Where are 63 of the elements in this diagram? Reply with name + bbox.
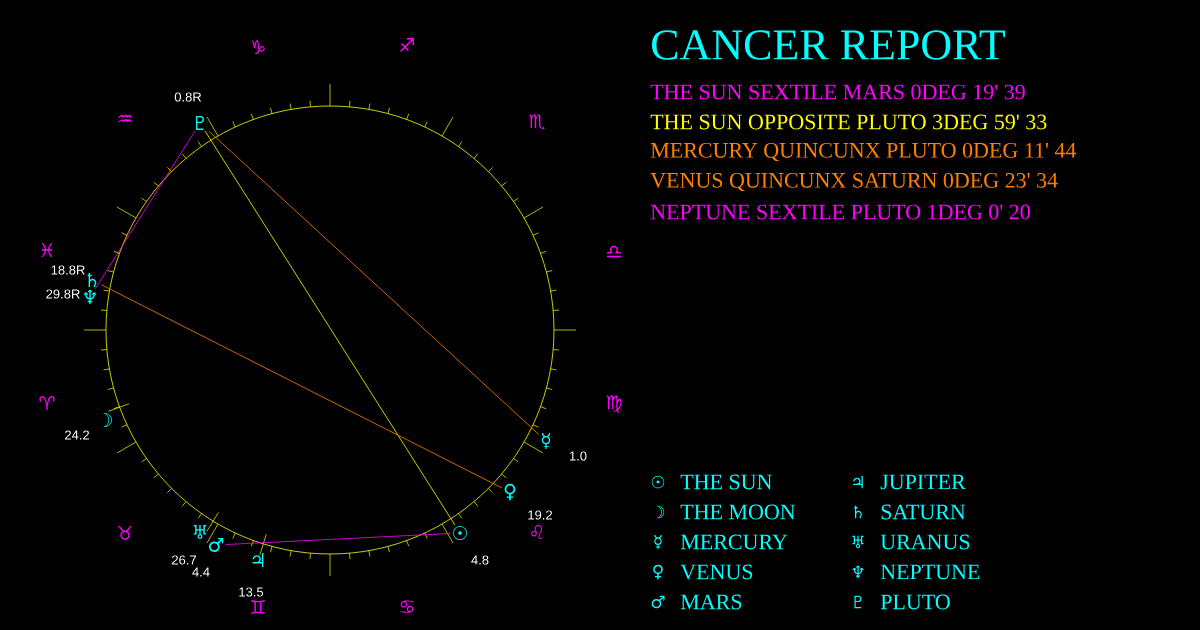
planet-glyph: ☽ [103, 413, 112, 427]
aspect-text: THE SUN SEXTILE MARS 0DEG 19' 39 [650, 84, 1025, 100]
legend-text: MARS [680, 594, 742, 610]
degree-label: 13.5 [239, 587, 264, 597]
degree-label: 19.2 [528, 510, 552, 520]
aspect-text: MERCURY QUINCUNX PLUTO 0DEG 11' 44 [650, 142, 1077, 162]
legend-text: VENUS [680, 564, 753, 580]
zodiac-sign: ♎ [607, 245, 621, 258]
zodiac-sign: ♑ [251, 40, 265, 54]
legend-glyph: ☉ [651, 475, 665, 489]
planet-glyph: ♅ [193, 525, 207, 539]
aspect-text: VENUS QUINCUNX SATURN 0DEG 23' 34 [650, 172, 1058, 192]
legend-text: THE MOON [680, 504, 796, 520]
title: CANCER REPORT [652, 30, 1005, 60]
zodiac-sign: ♒ [118, 114, 132, 123]
legend-glyph: ♇ [854, 595, 862, 609]
degree-label: 4.4 [192, 567, 210, 577]
legend-glyph: ♄ [854, 505, 862, 519]
aspect-line [204, 130, 456, 526]
zodiac-sign: ♌ [531, 525, 543, 539]
zodiac-sign: ♋ [400, 600, 414, 613]
legend-glyph: ♂ [651, 595, 665, 609]
zodiac-sign: ♐ [400, 38, 414, 52]
legend-text: PLUTO [880, 594, 950, 610]
legend-glyph: ♅ [852, 535, 864, 549]
planet-glyph: ♆ [83, 290, 97, 304]
planet-glyph: ♇ [196, 116, 204, 130]
zodiac-sign: ♏ [529, 114, 545, 130]
planet-glyph: ♃ [252, 553, 264, 567]
legend-glyph: ♀ [653, 564, 663, 580]
aspect-line [101, 284, 503, 489]
legend-text: URANUS [880, 534, 970, 550]
planet-glyph: ☉ [453, 526, 467, 540]
legend-glyph: ♃ [853, 475, 863, 489]
aspect-text: THE SUN OPPOSITE PLUTO 3DEG 59' 33 [650, 114, 1047, 130]
degree-label: 24.2 [65, 430, 89, 440]
legend-glyph: ☿ [654, 534, 662, 550]
legend-text: JUPITER [880, 474, 966, 490]
degree-label: 26.7 [172, 555, 196, 565]
planet-glyph: ♀ [504, 483, 516, 501]
degree-label: 1.0 [569, 451, 587, 461]
legend-text: NEPTUNE [880, 564, 980, 580]
degree-label: 0.8R [174, 92, 202, 102]
aspect-text: NEPTUNE SEXTILE PLUTO 1DEG 0' 20 [650, 204, 1030, 220]
legend-text: THE SUN [680, 474, 772, 490]
aspect-line [94, 130, 196, 290]
legend-glyph: ☽ [656, 505, 665, 519]
aspect-line [208, 130, 540, 435]
zodiac-sign: ♊ [251, 600, 265, 614]
zodiac-sign: ♍ [606, 395, 622, 413]
legend-text: SATURN [881, 504, 966, 520]
zodiac-sign: ♓ [41, 243, 53, 257]
legend-glyph: ♆ [852, 565, 864, 579]
degree-label: 4.8 [471, 555, 489, 565]
zodiac-sign: ♈ [39, 396, 55, 410]
degree-label: 29.8R [46, 289, 80, 299]
planet-glyph: ♄ [87, 273, 97, 287]
aspect-line [225, 533, 451, 545]
planet-glyph: ♂ [209, 538, 224, 552]
legend-text: MERCURY [680, 534, 788, 550]
degree-label: 18.8R [51, 265, 85, 275]
zodiac-sign: ♉ [118, 526, 132, 540]
planet-glyph: ☿ [541, 433, 551, 449]
